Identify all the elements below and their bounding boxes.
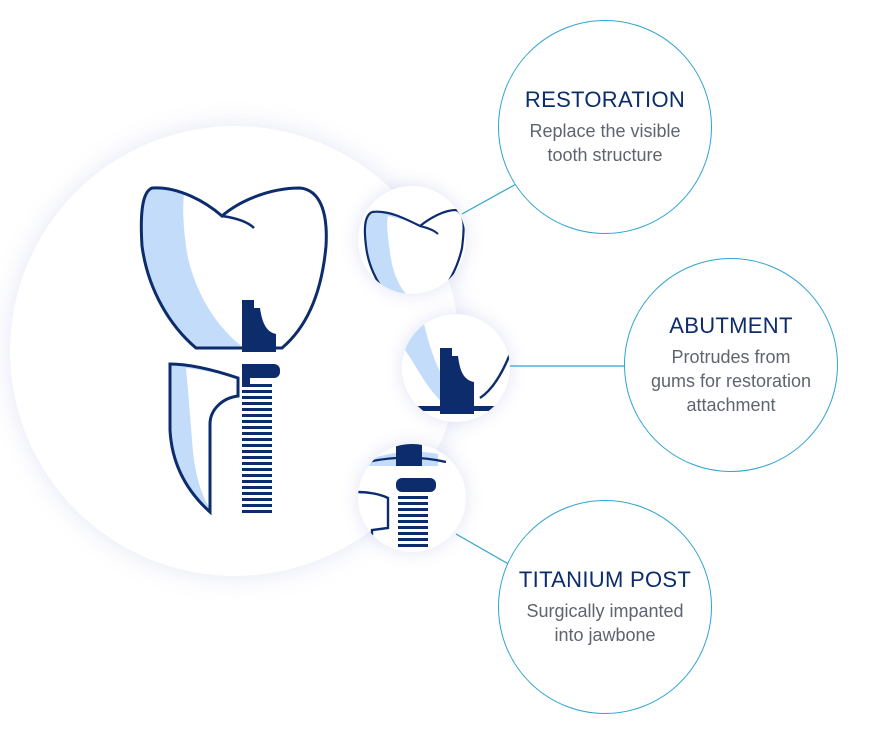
post-thread xyxy=(398,502,428,505)
post-thread xyxy=(242,414,272,417)
post-thread xyxy=(242,462,272,465)
titanium-post-description-line: Surgically impanted xyxy=(526,601,684,621)
post-thread xyxy=(242,384,272,387)
post-thread xyxy=(242,408,272,411)
titanium-post-title: TITANIUM POST xyxy=(518,567,692,592)
restoration-label-circle: RESTORATION Replace the visible tooth st… xyxy=(498,20,712,234)
post-thread xyxy=(242,396,272,399)
crown-shape xyxy=(139,186,328,350)
abutment-shape xyxy=(242,300,276,352)
post-thread xyxy=(398,520,428,523)
post-thread xyxy=(242,498,272,501)
titanium-post-connector xyxy=(455,533,513,567)
post-thread xyxy=(242,510,272,513)
post-thread xyxy=(242,438,272,441)
restoration-title: RESTORATION xyxy=(524,87,686,112)
restoration-description-line: tooth structure xyxy=(547,145,663,165)
abutment-description-line: gums for restoration xyxy=(650,371,812,391)
titanium-post-label-circle: TITANIUM POST Surgically impanted into j… xyxy=(498,500,712,714)
post-thread xyxy=(398,514,428,517)
post-thread xyxy=(242,390,272,393)
post-thread xyxy=(242,492,272,495)
titanium-post-icon xyxy=(358,444,447,552)
restoration-crown-icon xyxy=(363,208,465,294)
titanium-post-detail-circle xyxy=(358,444,466,552)
restoration-connector xyxy=(461,182,519,215)
post-thread xyxy=(398,532,428,535)
post-thread xyxy=(398,526,428,529)
restoration-detail-circle xyxy=(358,186,466,294)
post-thread xyxy=(242,468,272,471)
post-thread xyxy=(242,444,272,447)
post-thread xyxy=(242,450,272,453)
gum-shape xyxy=(168,362,240,516)
post-thread xyxy=(242,474,272,477)
abutment-title: ABUTMENT xyxy=(669,313,793,338)
post-thread xyxy=(398,508,428,511)
post-thread xyxy=(398,544,428,547)
post-thread xyxy=(242,432,272,435)
abutment-detail-circle xyxy=(402,314,510,422)
abutment-description-line: Protrudes from xyxy=(671,347,791,367)
post-thread xyxy=(242,426,272,429)
restoration-description-line: Replace the visible xyxy=(529,121,681,141)
post-thread xyxy=(242,480,272,483)
abutment-icon xyxy=(402,314,510,414)
post-thread xyxy=(242,402,272,405)
post-shape xyxy=(242,364,280,513)
post-thread xyxy=(242,420,272,423)
post-thread xyxy=(398,538,428,541)
post-thread xyxy=(242,456,272,459)
post-thread xyxy=(242,504,272,507)
titanium-post-description-line: into jawbone xyxy=(554,625,656,645)
abutment-label-circle: ABUTMENT Protrudes from gums for restora… xyxy=(624,258,838,472)
post-thread xyxy=(398,496,428,499)
post-thread xyxy=(242,486,272,489)
abutment-description-line: attachment xyxy=(686,395,776,415)
